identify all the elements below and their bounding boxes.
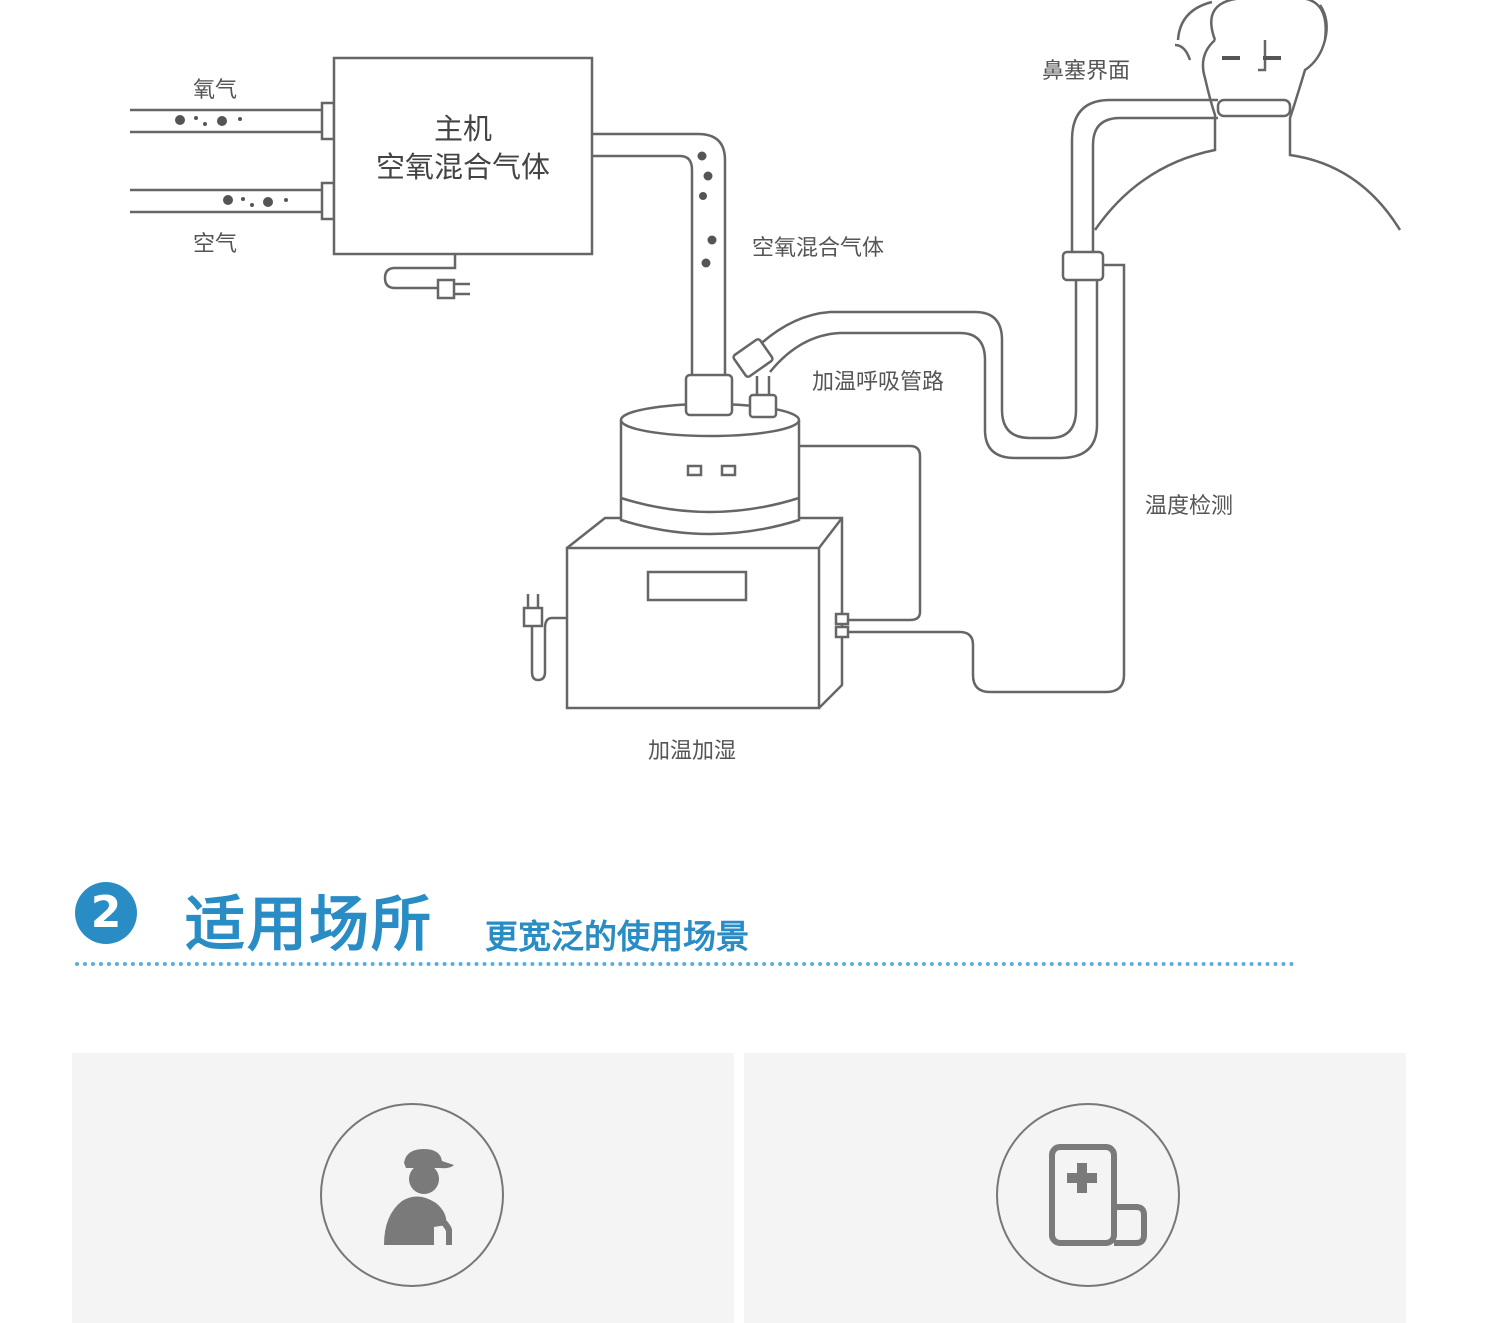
host-plug-icon	[436, 278, 470, 300]
tube-connector	[1061, 250, 1105, 282]
humidifier-base	[565, 516, 850, 710]
oxygen-pipe	[130, 101, 336, 141]
chamber-cable	[800, 444, 922, 622]
host-title: 主机	[433, 112, 492, 146]
patient-figure	[1093, 0, 1402, 231]
temp-detection-cable	[848, 263, 1126, 694]
elderly-person-icon	[384, 1149, 454, 1245]
air-label: 空气	[193, 232, 238, 257]
section-header: 2 适用场所 更宽泛的使用场景	[75, 870, 1305, 970]
section-subtitle: 更宽泛的使用场景	[485, 917, 749, 956]
dotted-divider	[75, 962, 1295, 966]
heated-breathing-circuit	[753, 280, 1099, 460]
gas-particles	[175, 115, 717, 268]
mixed-gas-label: 空氧混合气体	[752, 236, 885, 261]
scenario-card-hospital	[744, 1053, 1406, 1323]
icon-circle	[996, 1103, 1180, 1287]
heater-humidifier-label: 加温加湿	[648, 739, 737, 764]
patient-tube	[1070, 98, 1218, 252]
mixed-gas-pipe	[592, 132, 727, 375]
section-title: 适用场所	[185, 890, 433, 960]
heated-circuit-label: 加温呼吸管路	[812, 370, 945, 395]
diagram-drawing	[130, 0, 1402, 710]
humidifier-power-cable	[530, 616, 567, 682]
oxygen-therapy-diagram: 氧气 空气 主机 空氧混合气体 空氧混合气体 鼻塞界面 加温呼吸管路 温度检测 …	[130, 0, 1402, 764]
temp-detection-label: 温度检测	[1145, 494, 1234, 519]
air-pipe	[130, 181, 336, 221]
humidifier-plug-icon	[522, 594, 544, 628]
icon-circle	[320, 1103, 504, 1287]
humidification-chamber	[619, 338, 801, 536]
hospital-bed-icon	[1049, 1144, 1147, 1246]
section-number-badge: 2	[75, 882, 137, 944]
oxygen-label: 氧气	[193, 78, 238, 103]
nasal-interface-label: 鼻塞界面	[1042, 59, 1131, 84]
host-power-cable	[383, 254, 457, 290]
scenario-card-elderly	[72, 1053, 734, 1323]
host-unit	[332, 56, 594, 256]
host-subtitle: 空氧混合气体	[375, 150, 550, 184]
